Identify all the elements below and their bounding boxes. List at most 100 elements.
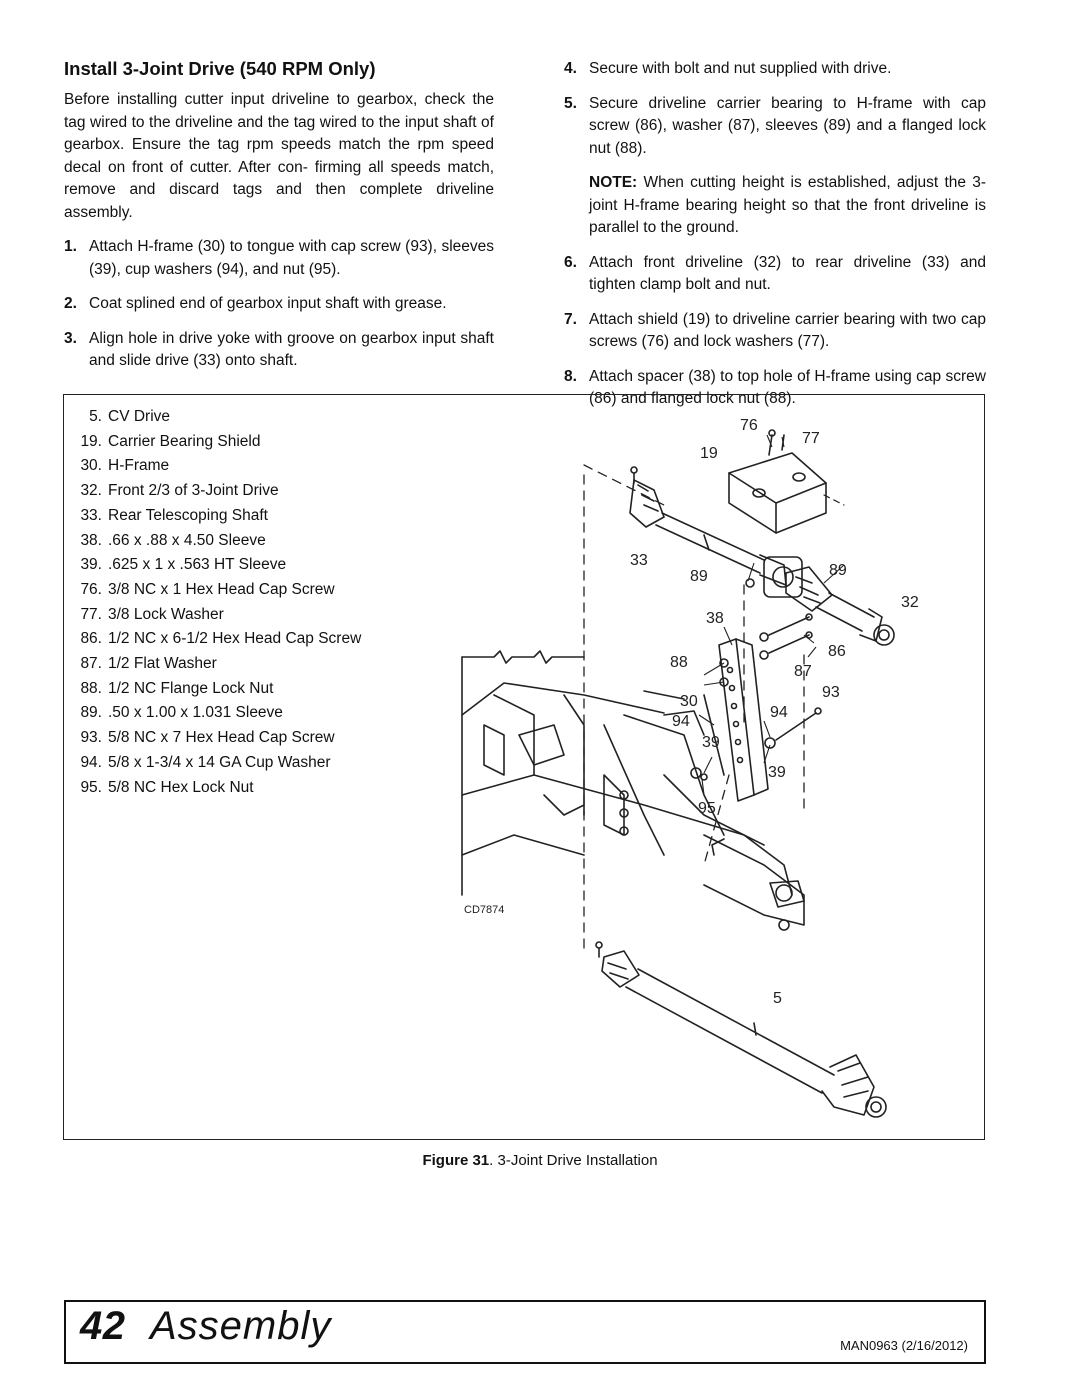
callout-89: 89 <box>829 562 847 579</box>
callout-39: 39 <box>768 764 786 781</box>
carrier-bearing <box>745 556 803 598</box>
alignment-line <box>703 774 730 866</box>
legend-number: 94. <box>80 753 102 771</box>
step-text: Attach H-frame (30) to tongue with cap s… <box>89 238 494 278</box>
step-number: 6. <box>564 253 577 271</box>
note-text: When cutting height is established, adju… <box>589 174 986 236</box>
callout-95: 95 <box>698 800 716 817</box>
section-title: Assembly <box>150 1304 332 1348</box>
legend-text: H-Frame <box>108 457 170 475</box>
legend-number: 86. <box>80 630 102 648</box>
step-text: Attach shield (19) to driveline carrier … <box>589 310 986 351</box>
legend-item: 33.Rear Telescoping Shaft <box>69 504 361 529</box>
figure-label: Figure 31 <box>422 1152 490 1169</box>
step-text: Align hole in drive yoke with groove on … <box>89 329 494 370</box>
manual-id: MAN0963 (2/16/2012) <box>840 1338 968 1353</box>
step-number: 4. <box>564 60 577 77</box>
legend-number: 95. <box>80 778 102 796</box>
figure-title: . 3-Joint Drive Installation <box>489 1152 658 1169</box>
legend-item: 88.1/2 NC Flange Lock Nut <box>69 677 361 702</box>
callout-88: 88 <box>670 654 688 671</box>
step-text: Coat splined end of gearbox input shaft … <box>89 295 447 312</box>
legend-number: 5. <box>89 408 102 425</box>
note-label: NOTE: <box>589 174 638 191</box>
legend-text: 3/8 NC x 1 Hex Head Cap Screw <box>108 580 335 598</box>
legend-item: 87. 1/2 Flat Washer <box>69 652 361 677</box>
section-heading: Install 3-Joint Drive (540 RPM Only) <box>64 58 376 79</box>
legend-item: 94.5/8 x 1-3/4 x 14 GA Cup Washer <box>69 751 361 776</box>
step-text: Secure driveline carrier bearing to H-fr… <box>589 94 986 157</box>
step-number: 3. <box>64 329 77 347</box>
legend-item: 77. 3/8 Lock Washer <box>69 603 361 628</box>
step-number: 1. <box>64 238 77 255</box>
step-6: 6. Attach front driveline (32) to rear d… <box>564 252 986 297</box>
step-text: Secure with bolt and nut supplied with d… <box>589 60 892 77</box>
note: NOTE: When cutting height is established… <box>589 172 986 240</box>
callout-39: 39 <box>702 734 720 751</box>
legend-item: 38. .66 x .88 x 4.50 Sleeve <box>69 529 361 554</box>
step-3: 3. Align hole in drive yoke with groove … <box>64 328 494 373</box>
legend-item: 93. 5/8 NC x 7 Hex Head Cap Screw <box>69 726 361 751</box>
legend-item: 32. Front 2/3 of 3-Joint Drive <box>69 479 361 504</box>
legend-number: 33. <box>80 506 102 524</box>
legend-text: 1/2 Flat Washer <box>108 655 217 673</box>
legend-item: 19. Carrier Bearing Shield <box>69 430 361 455</box>
legend-item: 30. H-Frame <box>69 454 361 479</box>
intro-paragraph: Before installing cutter input driveline… <box>64 91 494 221</box>
legend-number: 32. <box>80 482 102 500</box>
callout-32: 32 <box>901 594 919 611</box>
legend-number: 38. <box>80 531 102 549</box>
assembly-drawing: 76 77 19 33 89 89 32 38 88 86 87 30 93 9… <box>461 417 919 1118</box>
step-7: 7. Attach shield (19) to driveline carri… <box>564 309 986 354</box>
callout-89: 89 <box>690 568 708 585</box>
step-1: 1. Attach H-frame (30) to tongue with ca… <box>64 236 494 281</box>
legend-item: 89. .50 x 1.00 x 1.031 Sleeve <box>69 701 361 726</box>
callout-76: 76 <box>740 417 758 434</box>
callout-93: 93 <box>822 684 840 701</box>
legend-text: Carrier Bearing Shield <box>108 432 261 450</box>
legend-number: 93. <box>80 729 102 747</box>
drawing-id: CD7874 <box>464 904 504 916</box>
legend-number: 39. <box>80 556 102 574</box>
cap-screw-93 <box>690 707 822 781</box>
legend-text: .50 x 1.00 x 1.031 Sleeve <box>108 704 283 722</box>
legend-text: 3/8 Lock Washer <box>108 605 224 623</box>
carrier-bearing-shield <box>728 429 827 534</box>
legend-number: 30. <box>80 457 102 475</box>
cutter-frame <box>461 650 793 896</box>
alignment-line <box>583 464 665 506</box>
legend-number: 87. <box>80 655 102 673</box>
step-text: Attach front driveline (32) to rear driv… <box>589 253 986 294</box>
callout-30: 30 <box>680 693 698 710</box>
step-4: 4. Secure with bolt and nut supplied wit… <box>564 58 986 81</box>
front-driveline <box>785 566 895 646</box>
right-column: 4. Secure with bolt and nut supplied wit… <box>564 58 986 423</box>
legend-text: 5/8 NC x 7 Hex Head Cap Screw <box>108 729 335 747</box>
legend-number: 76. <box>80 580 102 598</box>
legend-item: 5. CV Drive <box>69 405 361 430</box>
alignment-line <box>823 494 845 506</box>
legend-text: .625 x 1 x .563 HT Sleeve <box>108 556 287 574</box>
legend-text: 1/2 NC x 6-1/2 Hex Head Cap Screw <box>108 630 362 648</box>
step-2: 2. Coat splined end of gearbox input sha… <box>64 293 494 316</box>
cap-screws-86 <box>719 613 813 687</box>
legend-number: 19. <box>80 432 102 450</box>
legend-text: Front 2/3 of 3-Joint Drive <box>108 482 279 500</box>
legend-text: .66 x .88 x 4.50 Sleeve <box>108 531 266 549</box>
legend-text: CV Drive <box>108 408 171 425</box>
callout-94: 94 <box>672 713 690 730</box>
tongue-hitch <box>703 834 805 931</box>
legend-item: 76. 3/8 NC x 1 Hex Head Cap Screw <box>69 578 361 603</box>
legend-number: 89. <box>80 704 102 722</box>
step-number: 7. <box>564 310 577 328</box>
left-column: Install 3-Joint Drive (540 RPM Only) Bef… <box>64 58 494 385</box>
step-number: 2. <box>64 295 77 312</box>
figure-caption: Figure 31. 3-Joint Drive Installation <box>0 1152 1080 1169</box>
legend-number: 77. <box>80 605 102 623</box>
callout-94: 94 <box>770 704 788 721</box>
callout-33: 33 <box>630 552 648 569</box>
h-frame <box>703 638 769 802</box>
callout-5: 5 <box>773 990 782 1007</box>
step-5: 5. Secure driveline carrier bearing to H… <box>564 93 986 161</box>
callout-87: 87 <box>794 663 812 680</box>
